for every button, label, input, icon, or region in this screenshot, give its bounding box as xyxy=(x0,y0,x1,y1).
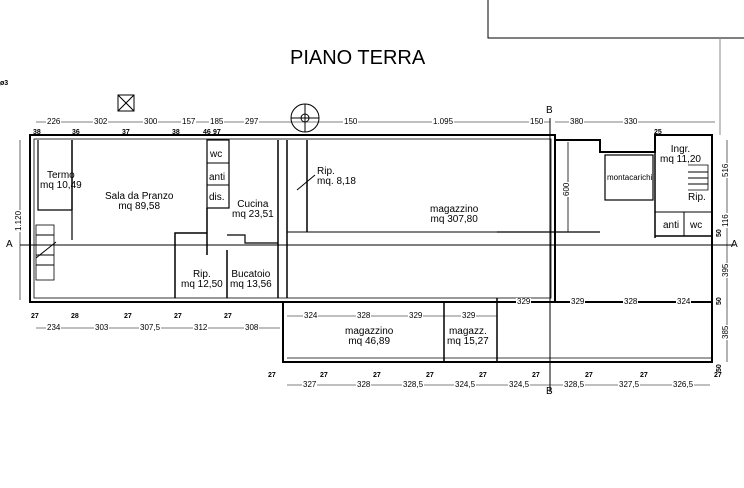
room-wc-2: wc xyxy=(690,220,703,231)
col-label: 27 xyxy=(426,372,434,379)
dim-bottom: 234 xyxy=(46,323,62,332)
dim-top: 300 xyxy=(143,117,159,126)
col-label: 27 xyxy=(124,313,132,320)
col-label: 27 xyxy=(714,372,722,379)
col-label: 28 xyxy=(71,313,79,320)
dim-mid: 329 xyxy=(516,297,532,306)
dim-top: 157 xyxy=(181,117,197,126)
room-anti-2: anti xyxy=(663,220,680,231)
col-label: 27 xyxy=(585,372,593,379)
dim-mid: 328 xyxy=(623,297,639,306)
dim-top: 150 xyxy=(343,117,359,126)
dim-top: 150 xyxy=(529,117,545,126)
col-label: 27 xyxy=(479,372,487,379)
dim-lower: 324,5 xyxy=(508,380,531,389)
dim-top: 1.095 xyxy=(432,117,455,126)
col-label: 38 xyxy=(172,129,180,136)
room-rip-1: Rip.mq. 8,18 xyxy=(317,166,356,187)
dim-top: 297 xyxy=(244,117,260,126)
col-label: 27 xyxy=(268,372,276,379)
room-ingresso: Ingr.mq 11,20 xyxy=(660,144,701,165)
dim-lower: 328,5 xyxy=(563,380,586,389)
col-label: 25 xyxy=(654,129,662,136)
col-label: 27 xyxy=(31,313,39,320)
dim-right: 395 xyxy=(721,262,730,278)
dim-lower: 327 xyxy=(302,380,318,389)
col-label: 38 xyxy=(33,129,41,136)
dim-mid: 329 xyxy=(408,311,424,320)
col-label: 46 xyxy=(203,129,211,136)
dim-top: 330 xyxy=(623,117,639,126)
dim-lower: 328,5 xyxy=(402,380,425,389)
section-mark-a-left: A xyxy=(6,239,13,250)
col-label: 27 xyxy=(224,313,232,320)
col-label: 97 xyxy=(213,129,221,136)
col-label: 27 xyxy=(174,313,182,320)
col-label: 27 xyxy=(640,372,648,379)
dim-lower: 326,5 xyxy=(672,380,695,389)
col-label: 27 xyxy=(532,372,540,379)
dim-right: 116 xyxy=(721,213,730,228)
dim-mid: 324 xyxy=(303,311,319,320)
dim-top: 185 xyxy=(209,117,225,126)
dim-lower: 324,5 xyxy=(454,380,477,389)
corner-label: ø3 xyxy=(0,80,9,87)
col-label: 37 xyxy=(122,129,130,136)
dim-mid: 324 xyxy=(676,297,692,306)
dim-bottom: 307,5 xyxy=(139,323,162,332)
dim-left: 1.120 xyxy=(14,209,23,232)
room-rip-2: Rip. xyxy=(688,192,706,203)
dim-bottom: 312 xyxy=(193,323,209,332)
room-wc: wc xyxy=(210,149,223,160)
col-label: 36 xyxy=(72,129,80,136)
dim-lower: 328 xyxy=(356,380,372,389)
room-anti: anti xyxy=(209,172,226,183)
page-title: PIANO TERRA xyxy=(290,47,426,69)
dim-right: 50 xyxy=(716,364,723,372)
room-magazz-small: magazz.mq 15,27 xyxy=(447,326,489,347)
col-label: 27 xyxy=(320,372,328,379)
room-montacarichi: montacarichi xyxy=(607,173,653,182)
dim-right: 385 xyxy=(721,324,730,340)
dim-right: 50 xyxy=(716,297,723,305)
room-dis: dis. xyxy=(209,192,225,203)
dim-right: 50 xyxy=(716,229,723,237)
section-mark-b-top: B xyxy=(546,105,553,116)
col-label: 27 xyxy=(373,372,381,379)
dim-lower: 327,5 xyxy=(618,380,641,389)
room-rip-3: Rip.mq 12,50 xyxy=(181,269,223,290)
dim-bottom: 303 xyxy=(94,323,110,332)
section-mark-b-bottom: B xyxy=(546,386,553,397)
dim-mid: 328 xyxy=(356,311,372,320)
dim-top: 380 xyxy=(569,117,585,126)
dim-mid: 329 xyxy=(461,311,477,320)
dim-top: 302 xyxy=(93,117,109,126)
dim-top: 226 xyxy=(46,117,62,126)
dim-right: 516 xyxy=(721,162,730,178)
dim-mid: 329 xyxy=(570,297,586,306)
section-mark-a-right: A xyxy=(731,239,738,250)
dim-inner: 600 xyxy=(562,181,571,197)
dim-bottom: 308 xyxy=(244,323,260,332)
